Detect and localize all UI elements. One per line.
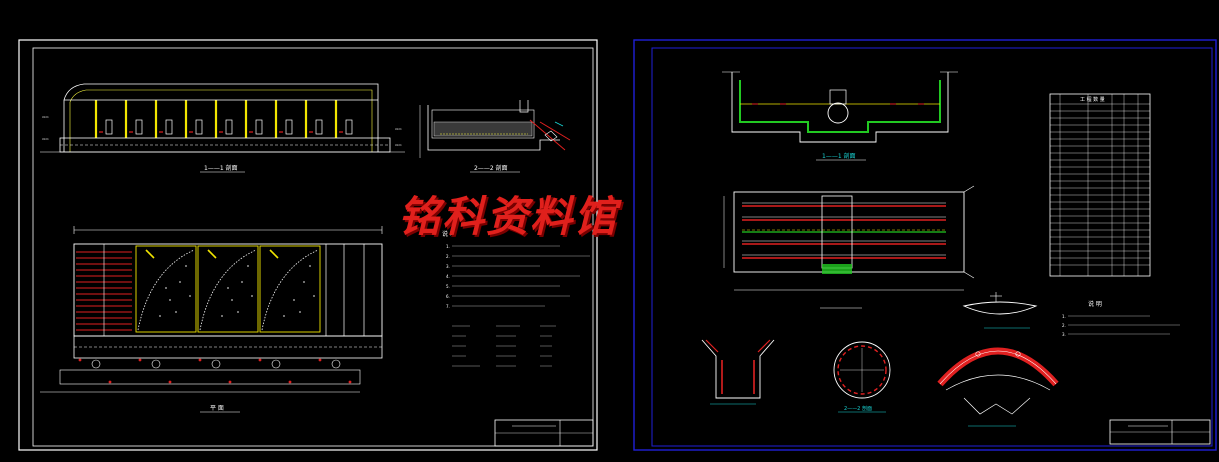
right-detail-circle: 2——2 剖面: [833, 341, 891, 413]
left-note-3: 3.: [446, 264, 450, 269]
right-detail-circle-label: 2——2 剖面: [844, 405, 872, 412]
right-notes-title: 说 明: [1088, 300, 1102, 308]
left-notes-title: 说 明: [442, 230, 456, 238]
left-section-1-1-label: 1——1 剖面: [204, 164, 238, 172]
right-sheet: 1——1 剖面: [633, 39, 1217, 451]
svg-text:▭▭: ▭▭: [42, 137, 49, 141]
left-plan-label: 平 面: [210, 405, 224, 412]
right-schedule-title: 工 程 数 量: [1080, 96, 1105, 103]
left-title-block: [494, 419, 594, 447]
right-detail-arc: [937, 347, 1059, 427]
left-plan-view: 平 面: [40, 226, 383, 413]
right-sheet-border: [633, 39, 1217, 451]
right-plan-view: [723, 185, 975, 309]
left-section-2-2-label: 2——2 剖面: [474, 164, 508, 172]
right-detail-plate: [962, 292, 1038, 329]
right-title-block: [1109, 419, 1211, 445]
right-note-2: 2.: [1062, 323, 1066, 328]
svg-text:▭▭: ▭▭: [395, 143, 402, 147]
right-quantity-schedule: 工 程 数 量: [1049, 93, 1151, 277]
right-notes-block: 说 明 1. 2. 3.: [1062, 300, 1180, 337]
right-section-1-1-label: 1——1 剖面: [822, 152, 856, 160]
left-note-6: 6.: [446, 294, 450, 299]
right-drawing-frame: [651, 47, 1213, 447]
svg-text:▭▭: ▭▭: [42, 115, 49, 119]
left-section-1-1: ▭▭ ▭▭ ▭▭ ▭▭ 1——1 剖面: [40, 83, 405, 173]
left-note-2: 2.: [446, 254, 450, 259]
right-detail-funnel: [701, 339, 775, 405]
right-note-1: 1.: [1062, 314, 1066, 319]
left-note-7: 7.: [446, 304, 450, 309]
right-section-1-1: 1——1 剖面: [722, 71, 958, 161]
left-sheet: ▭▭ ▭▭ ▭▭ ▭▭ 1——1 剖面 2——2 剖面: [18, 39, 598, 451]
left-note-1: 1.: [446, 244, 450, 249]
left-note-5: 5.: [446, 284, 450, 289]
left-notes-block: 说 明 1. 2. 3. 4. 5. 6. 7.: [442, 230, 590, 367]
svg-text:▭▭: ▭▭: [395, 127, 402, 131]
right-note-3: 3.: [1062, 332, 1066, 337]
watermark-text: 铭科资料馆: [398, 192, 619, 241]
left-drawing-frame: [32, 47, 594, 447]
left-note-4: 4.: [446, 274, 450, 279]
left-section-2-2: 2——2 剖面: [419, 100, 571, 173]
left-sheet-border: [18, 39, 598, 451]
